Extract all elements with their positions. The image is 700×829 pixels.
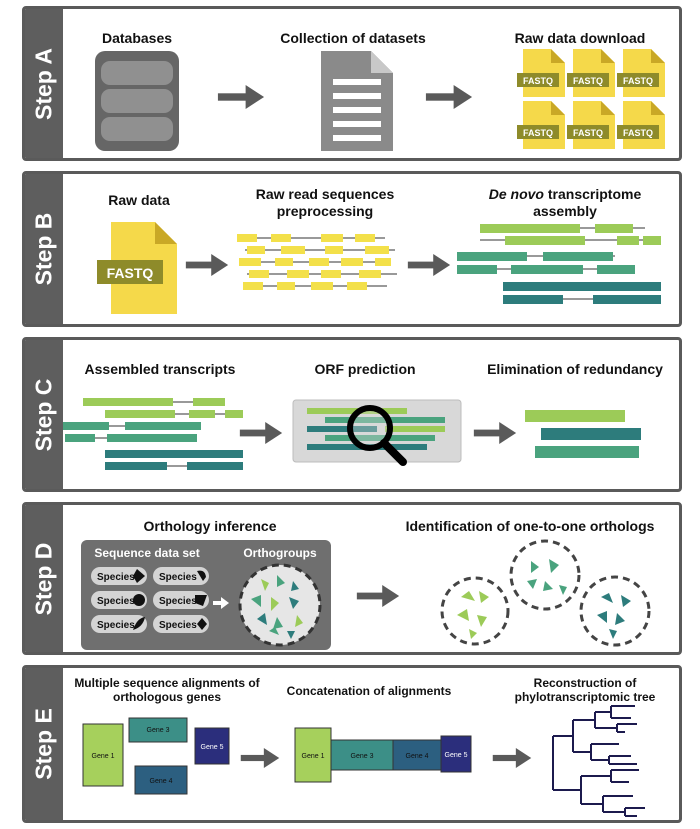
magnifier-icon [347, 405, 407, 466]
arrow-icon [239, 422, 283, 444]
gene-1-block: Gene 1 [82, 723, 124, 787]
svg-text:Species: Species [159, 596, 197, 607]
step-b-panel: Step B Raw data Raw read sequences prepr… [22, 171, 682, 327]
small-arrow-icon [213, 597, 229, 609]
svg-text:FASTQ: FASTQ [523, 76, 553, 86]
concat-label: Concatenation of alignments [286, 684, 452, 698]
arrow-icon [407, 254, 451, 276]
step-d-art: Species Species Species Species Species … [91, 539, 651, 647]
orthogroups-label: Orthogroups [243, 546, 317, 560]
transcripts-icon [63, 398, 243, 470]
step-a-panel: Step A Databases Collection of datasets … [22, 6, 682, 161]
svg-text:Species: Species [97, 572, 135, 583]
nonredundant-icon [525, 410, 641, 458]
svg-text:FASTQ: FASTQ [107, 265, 154, 281]
arrow-icon [473, 422, 517, 444]
step-e-tab: Step E [25, 668, 63, 820]
one-to-one-label: Identification of one-to-one orthologs [405, 518, 655, 534]
msa-label-2: orthologous genes [113, 690, 221, 704]
fastq-files-icon: FASTQ FASTQ FASTQ FASTQ FASTQ FASTQ [517, 49, 665, 149]
step-a-art: FASTQ FASTQ FASTQ FASTQ FASTQ FASTQ [95, 49, 665, 151]
fastq-file-icon: FASTQ [97, 222, 177, 314]
step-c-art [63, 398, 641, 470]
step-d-panel: Step D Orthology inference Identificatio… [22, 502, 682, 655]
redundancy-label: Elimination of redundancy [487, 361, 663, 377]
orthogroups-circle [238, 563, 322, 647]
arrow-icon [356, 585, 400, 607]
orthology-label: Orthology inference [143, 518, 277, 534]
step-c-panel: Step C Assembled transcripts ORF predict… [22, 337, 682, 492]
raw-data-label: Raw data [108, 192, 170, 208]
gene-3-block: Gene 3 [128, 717, 188, 743]
assembly-label-2: assembly [533, 203, 597, 219]
document-icon [321, 51, 393, 151]
assembly-rest: transcriptome [543, 186, 642, 202]
svg-text:Gene 5: Gene 5 [201, 744, 224, 751]
arrow-icon [185, 254, 229, 276]
svg-text:Gene 4: Gene 4 [406, 753, 429, 760]
species-pills: Species Species Species Species Species … [91, 567, 209, 633]
preprocessing-label-2: preprocessing [276, 203, 374, 219]
arrow-icon [425, 85, 473, 109]
collection-label: Collection of datasets [280, 30, 426, 46]
step-b-tab: Step B [25, 174, 63, 324]
tree-label-1: Reconstruction of [533, 676, 637, 690]
orthologs-circles [440, 539, 651, 647]
msa-label-1: Multiple sequence alignments of [74, 676, 260, 690]
orf-label: ORF prediction [314, 361, 416, 377]
svg-text:Species: Species [97, 620, 135, 631]
step-b-art: FASTQ [97, 222, 661, 314]
step-c-tab: Step C [25, 340, 63, 489]
assembled-label: Assembled transcripts [84, 361, 236, 377]
svg-text:Gene 4: Gene 4 [150, 778, 173, 785]
assembly-label-1: De novo transcriptome [465, 186, 665, 202]
step-a-tab: Step A [25, 9, 63, 158]
svg-text:FASTQ: FASTQ [523, 128, 553, 138]
database-icon [95, 51, 179, 151]
phylo-tree-icon [552, 705, 645, 817]
dataset-label: Sequence data set [94, 546, 200, 560]
svg-text:Gene 3: Gene 3 [351, 753, 374, 760]
databases-label: Databases [101, 30, 173, 46]
gene-5-block: Gene 5 [194, 727, 230, 765]
arrow-icon [492, 748, 532, 768]
svg-text:Species: Species [159, 620, 197, 631]
svg-text:Gene 3: Gene 3 [147, 727, 170, 734]
svg-text:FASTQ: FASTQ [573, 128, 603, 138]
arrow-icon [240, 748, 280, 768]
svg-text:Gene 5: Gene 5 [445, 752, 468, 759]
svg-text:FASTQ: FASTQ [623, 128, 653, 138]
svg-text:FASTQ: FASTQ [623, 76, 653, 86]
reads-icon [237, 234, 397, 290]
raw-download-label: Raw data download [514, 30, 646, 46]
svg-text:Gene 1: Gene 1 [92, 753, 115, 760]
svg-text:Species: Species [159, 572, 197, 583]
arrow-icon [217, 85, 265, 109]
step-e-art: Gene 1 Gene 3 Gene 4 Gene 5 Gene 1 Gene … [82, 705, 645, 817]
concatenated-alignment: Gene 1 Gene 3 Gene 4 Gene 5 [294, 727, 472, 783]
tree-label-2: phylotranscriptomic tree [514, 690, 656, 704]
svg-text:Species: Species [97, 596, 135, 607]
assembly-italic: De novo [488, 186, 544, 202]
svg-text:Gene 1: Gene 1 [302, 753, 325, 760]
preprocessing-label-1: Raw read sequences [255, 186, 395, 202]
svg-text:FASTQ: FASTQ [573, 76, 603, 86]
step-e-panel: Step E Multiple sequence alignments of o… [22, 665, 682, 823]
contigs-icon [457, 224, 661, 304]
gene-4-block: Gene 4 [134, 765, 188, 795]
step-d-tab: Step D [25, 505, 63, 652]
